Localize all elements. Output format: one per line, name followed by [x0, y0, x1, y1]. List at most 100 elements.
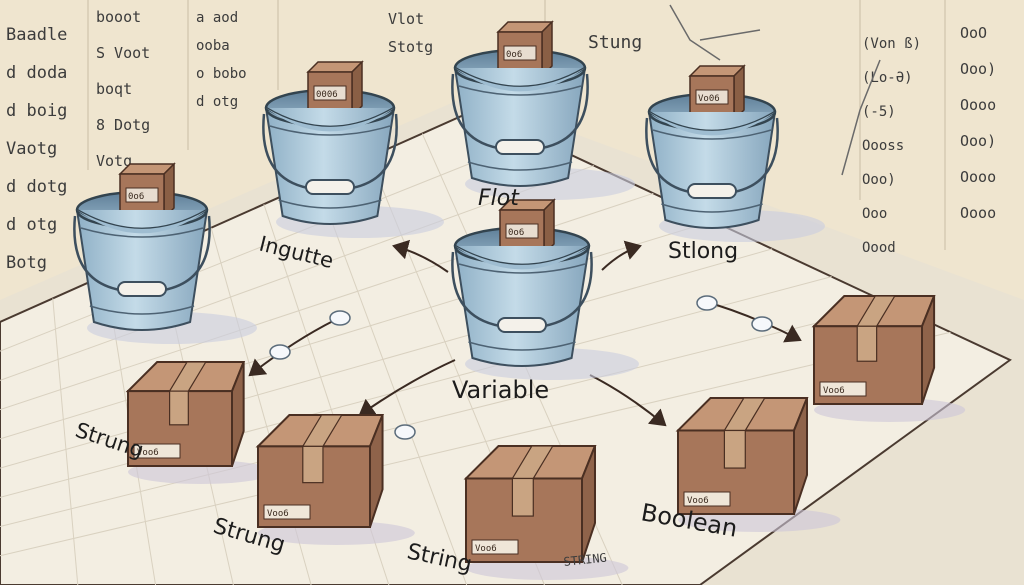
bucket-handle: [451, 73, 499, 150]
wall-scribble-right-0: (Von ß): [862, 36, 921, 52]
wall-scribble-far_right-0: OoO: [960, 24, 987, 42]
bucket-0: 0006: [262, 60, 444, 238]
grid-line: [0, 220, 713, 440]
bucket-rim-fill: [266, 108, 394, 132]
connector-dot: [696, 295, 718, 311]
bucket-handle: [541, 73, 589, 150]
bucket-rib: [458, 85, 582, 96]
bucket-body: [75, 209, 209, 331]
connector-arrow: [392, 239, 449, 273]
box-3: Voo6: [675, 397, 841, 532]
box-0: Voo6: [125, 361, 274, 484]
bucket-handle: [73, 215, 121, 292]
bucket-rib: [269, 125, 391, 136]
bucket-rib: [467, 161, 573, 171]
grid-line: [0, 331, 951, 557]
bucket-cube-text: Vo06: [698, 94, 720, 104]
label-flot: Flot: [478, 186, 520, 211]
bucket-cube-text: 0006: [316, 90, 338, 100]
grid-line: [0, 303, 892, 528]
wall-scribble-far_right-3: Ooo): [960, 132, 996, 150]
grid-line: [316, 180, 468, 585]
wall-scribble-right-4: Ooo): [862, 172, 896, 188]
bucket-handle-grip: [305, 179, 355, 195]
box-label-text: Voo6: [823, 386, 845, 396]
box-label: [819, 381, 867, 397]
arrows: [248, 239, 802, 440]
box-tape: [511, 477, 534, 517]
bucket-cube: Vo06: [688, 64, 746, 122]
wall-scribble-col3-3: d otg: [196, 94, 238, 110]
connector-dot: [394, 424, 416, 440]
box-label-text: Voo6: [137, 448, 159, 458]
connector-arrow: [358, 359, 456, 417]
bucket-cube-text: 0o6: [128, 192, 144, 202]
grid-line: [0, 137, 535, 352]
box-label: [133, 443, 181, 459]
connector-dot: [329, 310, 351, 326]
bucket-handle-grip: [497, 317, 547, 333]
label-variable: Variable: [452, 376, 549, 404]
bucket-rim-fill: [77, 210, 207, 234]
bucket-rib: [89, 305, 195, 315]
wall-scribble-far_right-1: Ooo): [960, 60, 996, 78]
bucket-rib: [458, 263, 586, 274]
box-label-text: Voo6: [267, 509, 289, 519]
wall-scribble-col2-0: booot: [96, 8, 141, 26]
connector-dot: [269, 344, 291, 360]
bucket-cube: 0006: [306, 60, 364, 118]
bucket-handle: [163, 215, 211, 292]
bucket-rim-fill: [455, 68, 585, 92]
string-tag: STRING: [563, 551, 608, 569]
wall-scribble-col3-0: a aod: [196, 10, 238, 26]
wall-scribble-left-6: Botg: [6, 253, 47, 273]
bucket-rib: [468, 341, 576, 351]
bucket-handle: [645, 117, 691, 194]
wall-scribble-far_right-2: Oooo: [960, 96, 996, 114]
bucket-rim-fill: [455, 246, 589, 270]
connector-arrow: [589, 374, 667, 427]
wall-scribble-left-0: Baadle: [6, 25, 67, 45]
bucket-handle-grip: [117, 281, 167, 297]
bucket-handle: [543, 251, 593, 328]
bucket-body: [264, 107, 396, 225]
box-tape: [723, 429, 746, 469]
connector-dot: [751, 316, 773, 332]
wall-scribble-right-2: (-5): [862, 104, 896, 120]
bucket-cube-text: 0o6: [508, 228, 524, 238]
bucket-handle: [262, 113, 309, 190]
wall-sketch: [669, 4, 761, 61]
wall-scribble-right-5: Ooo: [862, 206, 887, 222]
label-stlong: Stlong: [668, 239, 738, 264]
box-tape: [856, 325, 878, 362]
wall-scribble-right-1: (Lo-Ə): [862, 70, 913, 86]
box-label-text: Voo6: [475, 544, 497, 554]
bucket-rim-fill: [649, 112, 775, 136]
wall-scribble-left-3: Vaotg: [6, 139, 57, 159]
wall-scribble-far_right-4: Oooo: [960, 168, 996, 186]
wall-scribble-col2-2: boqt: [96, 80, 132, 98]
bucket-cube: 0o6: [118, 162, 176, 220]
wall-scribble-right-6: Oood: [862, 240, 896, 256]
bucket-rib: [278, 199, 382, 209]
box-label: [683, 491, 731, 507]
bucket-handle: [451, 251, 501, 328]
bucket-rib: [661, 203, 763, 213]
bucket-rib: [652, 129, 772, 140]
wall-label-stung: Stung: [588, 32, 642, 53]
wall-scribble-left-1: d doda: [6, 63, 67, 83]
wall-scribble-col2-1: S Voot: [96, 44, 150, 62]
grid-line: [0, 165, 595, 381]
box-label: [471, 539, 519, 555]
box-label-text: Voo6: [687, 496, 709, 506]
bucket-4: 0o6: [451, 198, 639, 380]
box-2: Voo6: [463, 445, 629, 580]
wall-scribble-far_right-5: Oooo: [960, 204, 996, 222]
bucket-handle-grip: [687, 183, 737, 199]
bucket-cube-text: 0o6: [506, 50, 522, 60]
box-tape: [302, 445, 324, 484]
